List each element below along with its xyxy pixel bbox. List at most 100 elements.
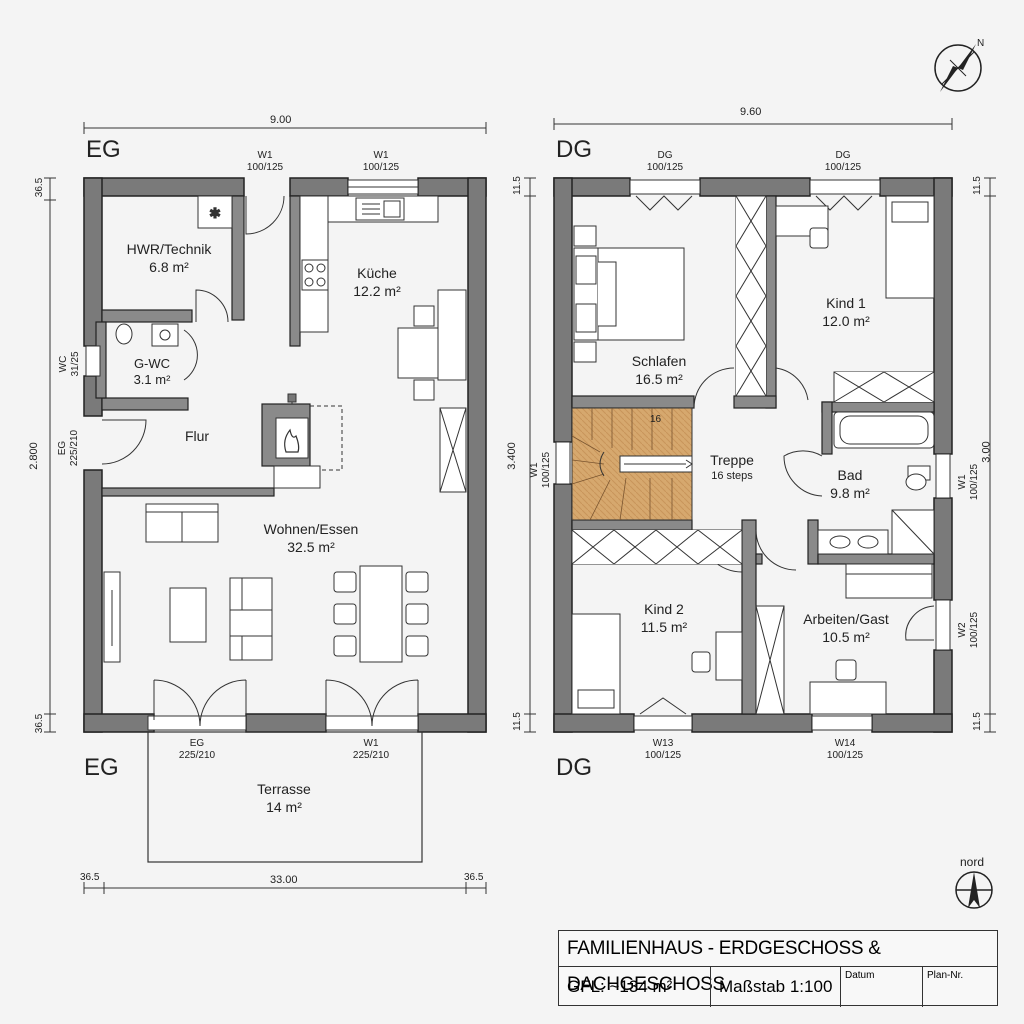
svg-text:✱: ✱ <box>209 205 221 221</box>
title-block-area: GFL: ~134 m² <box>567 977 673 996</box>
eg-doors <box>101 195 419 727</box>
eg-wc-fixtures <box>115 323 179 347</box>
eg-dim-bottom-label: 33.00 <box>270 874 298 886</box>
room-name: Bad <box>837 467 863 483</box>
room-area: 9.8 m² <box>830 485 870 501</box>
window-code: W1 <box>957 474 968 490</box>
room-terrasse: Terrasse 14 m² <box>236 780 332 816</box>
window-size: 100/125 <box>824 162 862 173</box>
eg-label-top: EG <box>86 136 121 163</box>
room-name: Arbeiten/Gast <box>803 611 889 627</box>
room-name: Schlafen <box>631 353 687 369</box>
window-code: W1 <box>373 150 389 161</box>
eg-dim-left-top-label: 36.5 <box>34 177 46 198</box>
window-size: 225/210 <box>352 750 390 761</box>
stair-count-label: 16 <box>650 414 662 425</box>
eg-outer-walls <box>83 177 487 733</box>
dg-doors <box>693 367 935 641</box>
eg-window-label: EG 225/210 <box>172 738 222 762</box>
room-area: 6.8 m² <box>149 259 189 275</box>
window-code: W13 <box>652 738 674 749</box>
eg-living-furniture <box>103 503 429 663</box>
room-area: 10.5 m² <box>822 629 870 645</box>
dg-dim-left-label: 3.400 <box>505 442 518 470</box>
dg-windows <box>555 179 951 731</box>
room-schlafen: Schlafen 16.5 m² <box>616 352 702 388</box>
eg-plan: ✱ <box>44 122 487 894</box>
room-area: 14 m² <box>266 799 302 815</box>
title-block-scale-cell: Maßstab 1:100 <box>711 967 841 1007</box>
window-size: 225/210 <box>69 429 80 467</box>
dg-label-top: DG <box>556 136 592 163</box>
eg-window-label: W1 225/210 <box>346 738 396 762</box>
room-flur: Flur <box>170 428 224 444</box>
north-arrow-icon <box>955 871 993 909</box>
window-size: 31/25 <box>70 351 81 377</box>
title-block-date-cell: Datum <box>841 967 923 1007</box>
room-name: G-WC <box>133 356 171 371</box>
title-block-plan-label: Plan-Nr. <box>927 970 964 981</box>
window-code: W2 <box>957 622 968 638</box>
window-code: W1 <box>529 462 540 478</box>
room-area: 12.2 m² <box>353 283 401 299</box>
room-area: 32.5 m² <box>287 539 335 555</box>
eg-window-label: WC 31/25 <box>58 344 82 384</box>
eg-dim-top-label: 9.00 <box>270 114 292 126</box>
dg-window-label: W1 100/125 <box>957 457 981 507</box>
room-area: 11.5 m² <box>640 619 688 635</box>
dg-dim-right-bottom-label: 11.5 <box>971 712 983 731</box>
dg-label-bottom: DG <box>556 754 592 781</box>
eg-dim-bottom <box>83 882 487 894</box>
eg-dim-bottom-right-label: 36.5 <box>464 872 484 883</box>
title-block-date-label: Datum <box>845 970 875 981</box>
dg-inner-walls <box>571 195 935 715</box>
room-area: 12.0 m² <box>822 313 870 329</box>
window-size: 100/125 <box>541 451 552 489</box>
room-treppe: Treppe 16 steps <box>696 452 768 484</box>
dg-dim-top <box>553 118 953 130</box>
room-name: Küche <box>357 265 397 281</box>
eg-label-bottom: EG <box>84 754 119 781</box>
eg-dim-left <box>44 177 56 733</box>
eg-windows <box>85 179 419 731</box>
eg-kitchen <box>299 195 467 493</box>
room-area: 3.1 m² <box>133 372 171 387</box>
title-block-plan-cell: Plan-Nr. <box>923 967 997 1007</box>
window-size: 100/125 <box>826 750 864 761</box>
dg-bathroom-fixtures <box>817 411 935 555</box>
dg-window-label: W2 100/125 <box>957 605 981 655</box>
window-size: 100/125 <box>362 162 400 173</box>
eg-dim-left-bottom-label: 36.5 <box>34 713 46 734</box>
eg-window-label: W1 100/125 <box>356 150 406 174</box>
room-wohnen: Wohnen/Essen 32.5 m² <box>246 520 376 556</box>
dg-dim-top-label: 9.60 <box>740 106 762 118</box>
window-size: 100/125 <box>644 750 682 761</box>
eg-dim-left-label: 2.800 <box>27 442 40 470</box>
dg-window-label: W1 100/125 <box>529 445 553 495</box>
room-arbeiten: Arbeiten/Gast 10.5 m² <box>790 610 902 646</box>
room-name: Kind 1 <box>826 295 866 311</box>
window-size: 100/125 <box>969 611 980 649</box>
title-block: FAMILIENHAUS - ERDGESCHOSS & DACHGESCHOS… <box>558 930 998 1007</box>
eg-dim-bottom-left-label: 36.5 <box>80 872 100 883</box>
room-area: 16 steps <box>711 470 753 482</box>
compass-icon: N <box>934 38 984 92</box>
north-label: nord <box>960 855 985 869</box>
fireplace-icon <box>273 393 343 489</box>
window-code: EG <box>189 738 205 749</box>
title-block-title: FAMILIENHAUS - ERDGESCHOSS & DACHGESCHOS… <box>559 931 997 995</box>
window-code: WC <box>58 355 69 373</box>
dg-dim-right <box>984 177 996 733</box>
window-code: DG <box>835 150 851 161</box>
title-block-area-cell: GFL: ~134 m² <box>559 967 711 1007</box>
window-size: 225/210 <box>178 750 216 761</box>
room-kind2: Kind 2 11.5 m² <box>622 600 706 636</box>
window-size: 100/125 <box>969 463 980 501</box>
room-kueche: Küche 12.2 m² <box>330 264 424 300</box>
window-code: W1 <box>257 150 273 161</box>
room-name: Kind 2 <box>644 601 684 617</box>
dg-window-label: DG 100/125 <box>818 150 868 174</box>
terrace-outline <box>147 731 423 863</box>
room-gwc: G-WC 3.1 m² <box>118 356 186 388</box>
eg-window-label: EG 225/210 <box>57 423 81 473</box>
